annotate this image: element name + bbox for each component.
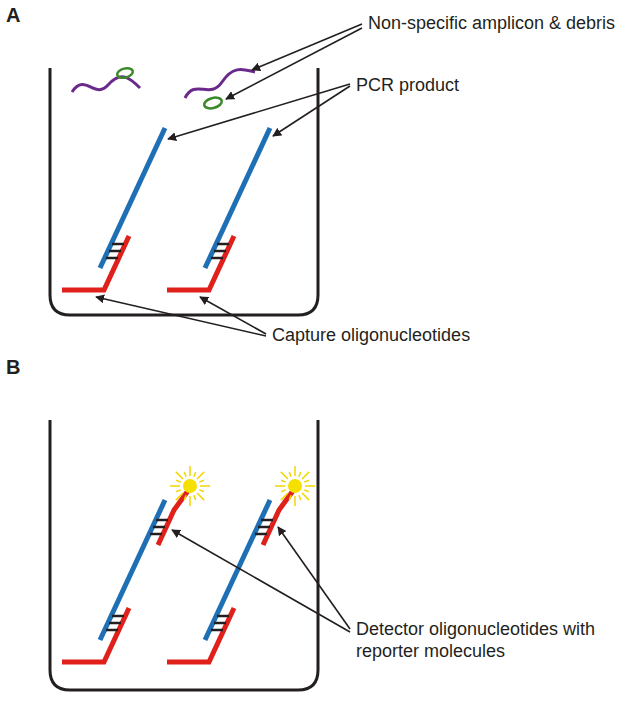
reporter-star [170, 466, 210, 506]
callout-label: Non-specific amplicon & debris [368, 12, 615, 34]
panel-letter: B [6, 356, 20, 378]
reporter-star [275, 466, 315, 506]
amplicon [72, 77, 140, 92]
pcr-strand [167, 500, 270, 662]
pcr-strand [62, 128, 165, 290]
callout-label: Detector oligonucleotides with reporter … [356, 618, 606, 662]
debris [116, 67, 134, 80]
callout-label: PCR product [356, 74, 459, 96]
detector-oligo [255, 488, 295, 545]
pcr-strand [62, 500, 165, 662]
well [50, 420, 318, 690]
reporter-molecules [170, 466, 315, 506]
amplicon [185, 69, 255, 98]
debris [203, 96, 223, 110]
pcr-strand [167, 128, 270, 290]
callout-label: Capture oligonucleotides [272, 324, 470, 346]
panel-letter: A [6, 4, 20, 26]
